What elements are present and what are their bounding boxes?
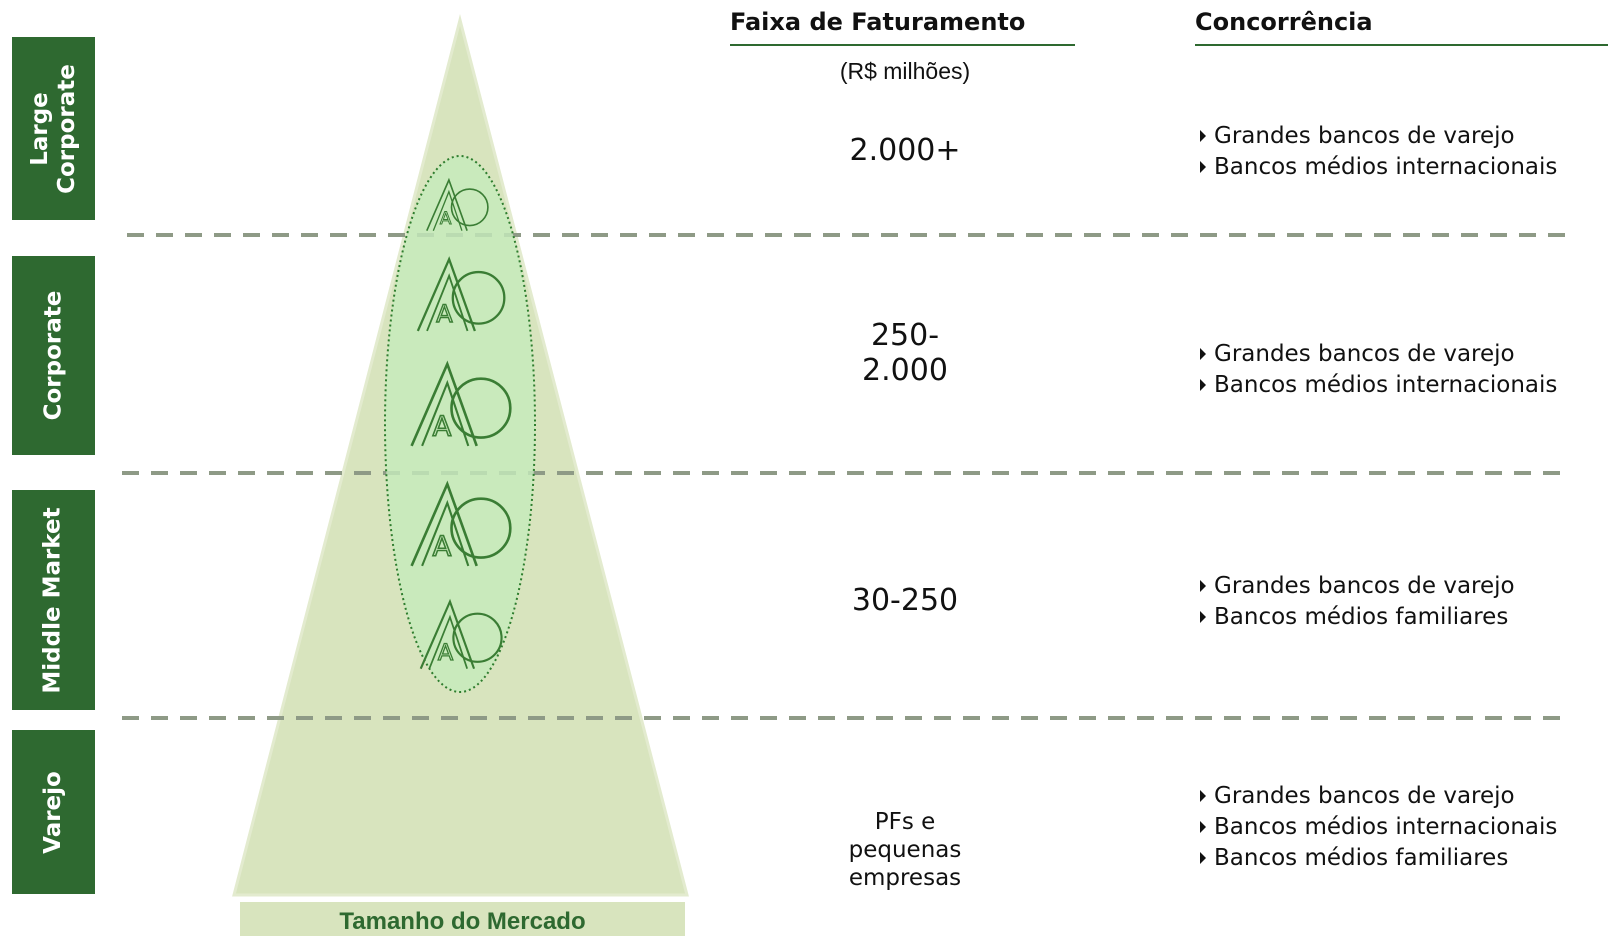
logo-icon: A — [416, 256, 506, 332]
competition-item: Bancos médios internacionais — [1200, 812, 1557, 843]
svg-text:A: A — [433, 531, 452, 562]
svg-text:A: A — [438, 640, 454, 666]
svg-text:A: A — [436, 300, 453, 328]
market-size-label: Tamanho do Mercado — [240, 902, 685, 936]
competition-large-corporate: Grandes bancos de varejo Bancos médios i… — [1200, 121, 1557, 183]
logo-icon: A — [419, 598, 503, 670]
competition-corporate: Grandes bancos de varejo Bancos médios i… — [1200, 339, 1557, 401]
segment-middle-market: Middle Market — [12, 490, 95, 710]
revenue-units: (R$ milhões) — [839, 58, 971, 84]
competition-item: Grandes bancos de varejo — [1200, 121, 1557, 152]
range-corporate: 250- 2.000 — [862, 318, 948, 388]
segment-large-corporate: Large Corporate — [12, 37, 95, 220]
competition-item: Bancos médios internacionais — [1200, 370, 1557, 401]
competition-header: Concorrência — [1195, 8, 1608, 46]
competition-item: Bancos médios familiares — [1200, 843, 1557, 874]
logo-icon: A — [410, 360, 512, 447]
logo-icon: A — [426, 177, 489, 232]
segment-corporate: Corporate — [12, 256, 95, 455]
range-varejo: PFs e pequenas empresas — [848, 809, 962, 891]
competition-item: Bancos médios internacionais — [1200, 152, 1557, 183]
segment-varejo: Varejo — [12, 730, 95, 894]
competition-middle-market: Grandes bancos de varejo Bancos médios f… — [1200, 571, 1515, 633]
competition-item: Grandes bancos de varejo — [1200, 339, 1557, 370]
svg-text:A: A — [433, 411, 452, 442]
logo-icon: A — [410, 480, 512, 567]
svg-text:A: A — [440, 208, 452, 228]
competition-item: Grandes bancos de varejo — [1200, 571, 1515, 602]
range-middle-market: 30-250 — [851, 583, 959, 618]
competition-item: Bancos médios familiares — [1200, 602, 1515, 633]
competition-varejo: Grandes bancos de varejo Bancos médios i… — [1200, 781, 1557, 874]
range-large-corporate: 2.000+ — [849, 133, 961, 168]
revenue-header: Faixa de Faturamento — [730, 8, 1075, 46]
competition-item: Grandes bancos de varejo — [1200, 781, 1557, 812]
